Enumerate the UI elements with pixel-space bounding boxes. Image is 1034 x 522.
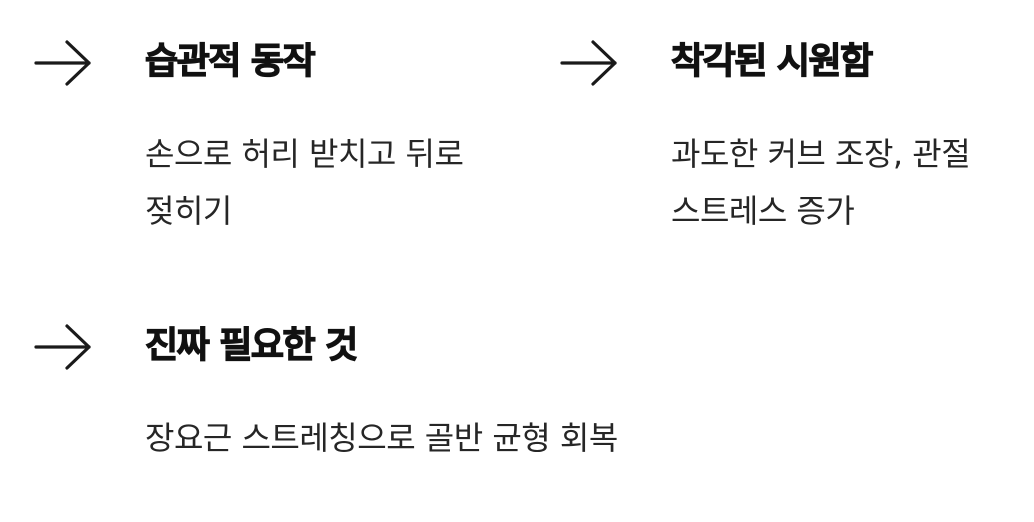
- item-title: 진짜 필요한 것: [144, 324, 358, 366]
- item-title: 착각된 시원함: [670, 40, 873, 82]
- description-line: 젖히기: [145, 192, 232, 230]
- item-description: 손으로 허리 받치고 뒤로 젖히기: [145, 126, 464, 240]
- description-line: 장요근 스트레칭으로 골반 균형 회복: [145, 419, 618, 457]
- description-line: 손으로 허리 받치고 뒤로: [145, 135, 464, 173]
- item-description: 과도한 커브 조장, 관절 스트레스 증가: [671, 126, 971, 240]
- item-description: 장요근 스트레칭으로 골반 균형 회복: [145, 410, 618, 467]
- arrow-right-icon: [34, 322, 94, 372]
- description-line: 스트레스 증가: [671, 192, 855, 230]
- item-title: 습관적 동작: [144, 40, 316, 82]
- arrow-right-icon: [34, 38, 94, 88]
- description-line: 과도한 커브 조장, 관절: [671, 135, 971, 173]
- arrow-right-icon: [560, 38, 620, 88]
